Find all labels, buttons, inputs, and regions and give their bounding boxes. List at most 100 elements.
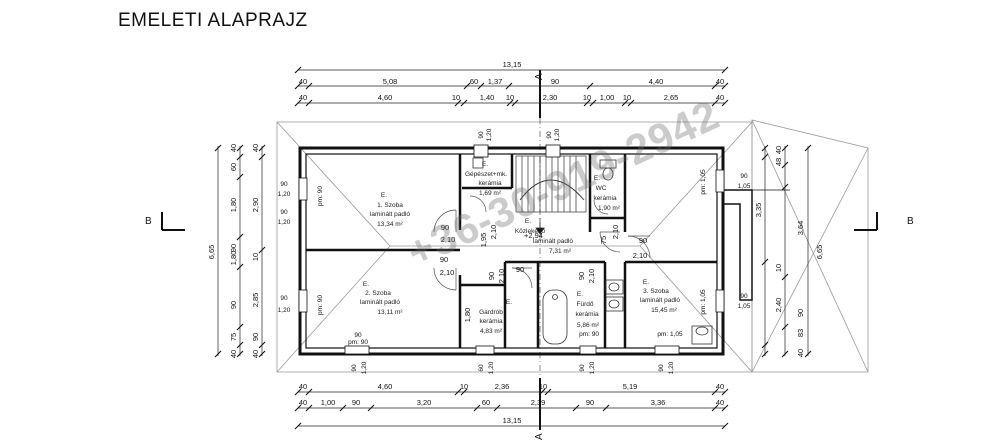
dim-left-r2: 2,90 [251, 198, 260, 213]
room-id: E. [525, 218, 531, 225]
dim-left-r1: 90 [229, 244, 238, 252]
door-label: 2,10 [633, 251, 648, 260]
kozlekedo-label: E. Közlekedő laminált padló 7,31 m² [515, 218, 574, 255]
dim-bottom-r2: 60 [482, 398, 490, 407]
dim-bottom-r1: 2,36 [495, 382, 510, 391]
dim-top-r2: 2,65 [664, 93, 679, 102]
opening-label: 1,20 [278, 307, 291, 314]
dim-left-r2: 2,85 [251, 293, 260, 308]
dim-bottom-r1: 40 [716, 382, 724, 391]
door-label: 90 [487, 272, 496, 280]
door-label: 90 [440, 255, 448, 264]
room-floor: kerámia [593, 195, 617, 202]
dim-top-r2: 10 [452, 93, 460, 102]
opening-label: 1,20 [554, 128, 561, 141]
room-floor: laminált padló [640, 297, 680, 304]
furdo-label: E. Fürdő kerámia 5,86 m² [575, 291, 599, 329]
dim-bottom-r1: 40 [299, 382, 307, 391]
dim-top-r2: 40 [299, 93, 307, 102]
dim-right-r2: 10 [774, 264, 783, 272]
section-mark-labels: A A B B [145, 73, 914, 440]
room-floor: kerámia [478, 180, 502, 187]
dim-top-r2: 1,40 [480, 93, 495, 102]
page-title: EMELETI ALAPRAJZ [118, 10, 308, 31]
door-label: 2,10 [441, 235, 456, 244]
dim-left-r1: 75 [229, 333, 238, 341]
dim-top-r1: 60 [470, 77, 478, 86]
dimension-labels-left: 6,65 40 60 1,80 90 1,80 90 75 40 40 2,90… [207, 144, 260, 358]
level-mark: +2,94 [524, 231, 543, 240]
room-name: Gépészet+mk. [465, 171, 507, 178]
opening-label: 1,05 [738, 183, 751, 190]
opening-label: pm: 1,05 [700, 169, 707, 195]
dim-bottom-r2: 40 [716, 398, 724, 407]
dim-top-r2: 10 [623, 93, 631, 102]
room-id: E. [577, 291, 583, 298]
room-3-label: E. 3. Szoba laminált padló 15,45 m² [640, 279, 680, 314]
dim-right-r1: 40 [774, 146, 783, 154]
room-floor: laminált padló [360, 299, 400, 306]
dim-bottom-r2: 1,00 [321, 398, 336, 407]
opening-label: 1,20 [668, 361, 675, 374]
dimension-ticks [214, 66, 812, 430]
room-name: 3. Szoba [643, 288, 669, 295]
room-floor: kerámia [479, 318, 503, 325]
room-2-label: E. 2. Szoba laminált padló 13,11 m² [360, 281, 403, 316]
opening-label: 90 [354, 332, 362, 339]
dim-top-r2: 1,00 [600, 93, 615, 102]
dim-right-r1: 3,64 [796, 221, 805, 236]
door-label: 2,10 [440, 268, 455, 277]
section-lines [161, 70, 878, 430]
dim-left-r1: 90 [229, 301, 238, 309]
dim-left-r1: 40 [229, 144, 238, 152]
room-area: 5,86 m² [577, 322, 600, 329]
room-name: 1. Szoba [377, 202, 403, 209]
opening-label: 90 [658, 364, 665, 372]
dim-top-r2: 40 [716, 93, 724, 102]
room-labels: E. 1. Szoba laminált padló 13,34 m² E. 2… [360, 161, 680, 335]
opening-label: 60 [478, 364, 485, 372]
door-label: 90 [577, 272, 586, 280]
dim-top-r2: 2,30 [543, 93, 558, 102]
dim-bottom-r2: 3,36 [651, 398, 666, 407]
opening-label: 90 [478, 131, 485, 139]
opening-label: pm: 90 [348, 339, 368, 346]
door-label: 2,10 [497, 269, 506, 284]
opening-label: 90 [579, 364, 586, 372]
door-label: 90 [516, 265, 524, 274]
room-floor: laminált padló [533, 238, 573, 245]
room-id: E. [594, 175, 600, 182]
dim-left-r1: 60 [229, 163, 238, 171]
dim-left-r1: 1,80 [229, 251, 238, 266]
dim-top-r2: 10 [583, 93, 591, 102]
room-id: E. [506, 299, 512, 306]
staircase [515, 155, 587, 235]
gepeszet-label: E. Gépészet+mk. kerámia 1,69 m² [465, 161, 507, 197]
room-area: 13,11 m² [377, 309, 403, 316]
dim-bottom-r1: 10 [539, 382, 547, 391]
dimension-labels: 13,15 40 5,08 60 1,37 90 4,40 40 40 4,60… [299, 60, 724, 425]
room-area: 1,69 m² [479, 190, 502, 197]
room-area: 1,90 m² [598, 205, 621, 212]
dim-top-r1: 4,40 [649, 77, 664, 86]
opening-label: 90 [740, 173, 748, 180]
opening-label: 90 [740, 293, 748, 300]
balcony-wall [723, 189, 790, 301]
dim-top-r1: 1,37 [488, 77, 503, 86]
dim-bottom-r1: 5,19 [623, 382, 638, 391]
dim-top-r1: 5,08 [383, 77, 398, 86]
dim-right-r1: 40 [796, 349, 805, 357]
opening-labels: 90 1,20 90 1,20 90 1,20 pm: 90 pm: 90 90… [278, 128, 751, 374]
room-floor: laminált padló [370, 211, 410, 218]
dim-right-r1: 48 [774, 158, 783, 166]
opening-label: 1,20 [278, 219, 291, 226]
section-a-top: A [534, 73, 545, 80]
inner-walls [306, 154, 717, 348]
room-id: E. [482, 161, 488, 168]
section-b-left: B [145, 216, 152, 227]
bathroom-fixtures [472, 157, 713, 345]
room-area: 13,34 m² [377, 221, 403, 228]
room-area: 7,31 m² [549, 248, 572, 255]
room-area: 15,45 m² [651, 307, 677, 314]
dim-left-overall: 6,65 [207, 245, 216, 260]
